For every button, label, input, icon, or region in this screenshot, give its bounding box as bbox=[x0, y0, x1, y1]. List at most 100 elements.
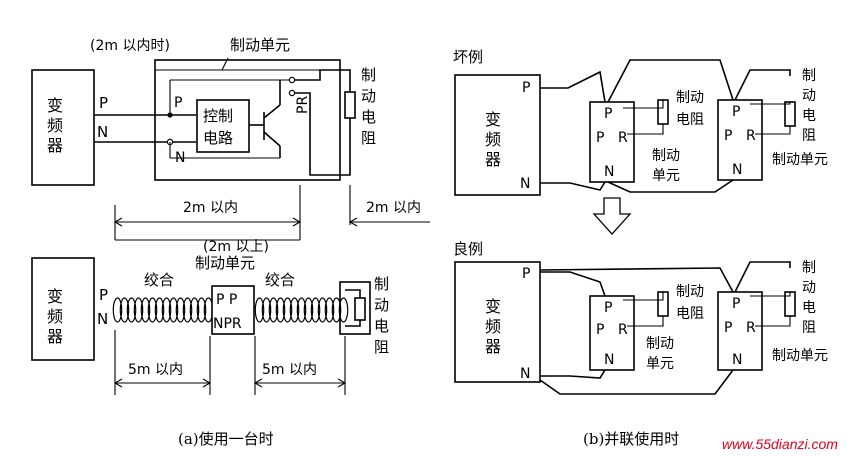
bad-res2-label-3: 电 bbox=[802, 108, 816, 124]
bad-n-wire-1 bbox=[540, 181, 606, 191]
good-n-wire-2 bbox=[539, 369, 734, 395]
resistor-label-3: 电 bbox=[361, 108, 376, 126]
bad-res1-label-1: 制动 bbox=[676, 90, 704, 106]
good-res2-label-2: 动 bbox=[802, 280, 816, 296]
braking-unit-enclosure bbox=[154, 59, 341, 181]
resistor2-label-1: 制 bbox=[374, 275, 389, 293]
bad-unit1-p-top: P bbox=[604, 106, 612, 122]
resistor-label-b: 制 动 电 阻 bbox=[374, 275, 389, 356]
inverter-label-3: 变频器 bbox=[485, 110, 501, 169]
good-unit2-p: P bbox=[724, 320, 732, 336]
resistor-label-2: 动 bbox=[361, 87, 376, 105]
distance2-a: 5m 以内 bbox=[128, 362, 183, 378]
distance-b: 2m 以内 bbox=[366, 200, 421, 216]
transistor-emitter bbox=[263, 131, 281, 147]
good-res2-wire-a bbox=[750, 292, 791, 297]
bad-unit1-p: P bbox=[596, 130, 604, 146]
resistor2-label-3: 电 bbox=[374, 317, 389, 335]
resistor2-enclosure bbox=[339, 281, 371, 335]
resistor2-label-4: 阻 bbox=[374, 338, 389, 356]
terminal-n: N bbox=[97, 123, 108, 141]
unit-terminal-p: P bbox=[174, 95, 182, 111]
caption-a: (a)使用一台时 bbox=[178, 430, 274, 448]
good-unit1-p: P bbox=[596, 322, 604, 338]
twist-label-1: 绞合 bbox=[144, 271, 174, 289]
bad-res1-label-2: 电阻 bbox=[676, 112, 704, 128]
bad-res2-label-1: 制 bbox=[802, 68, 816, 84]
good-res2-label-4: 阻 bbox=[802, 320, 816, 336]
good-unit1-r: R bbox=[618, 322, 628, 338]
bad-res2-label-4: 阻 bbox=[802, 128, 816, 144]
left-bottom-circuit: 变频器 P N 绞合 绞合 制动单元 P P NPR 制 动 电 阻 5m 以内 bbox=[31, 254, 389, 395]
good-p-wire-2 bbox=[539, 267, 734, 293]
dim-arrow-a2 bbox=[292, 217, 302, 227]
distance-note-top: (2m 以内时) bbox=[90, 38, 170, 54]
good-unit1-label-1: 制动 bbox=[646, 336, 674, 352]
twisted-pair-1 bbox=[112, 297, 214, 323]
good-res1-label-1: 制动 bbox=[676, 284, 704, 300]
bad-unit2-label: 制动单元 bbox=[772, 152, 828, 168]
pr-out-node bbox=[288, 89, 296, 97]
terminal-n-3: N bbox=[520, 176, 530, 192]
twist-label-2: 绞合 bbox=[265, 271, 295, 289]
bad-unit1-label-1: 制动 bbox=[652, 148, 680, 164]
unit-bottom-terminals: NPR bbox=[213, 316, 242, 332]
good-res2-wire-b bbox=[755, 316, 791, 327]
dim2-arrow-b1 bbox=[253, 378, 263, 388]
good-res1-wire-b bbox=[627, 316, 664, 327]
bad-unit1-n: N bbox=[604, 164, 614, 180]
bad-res2-wire-a bbox=[750, 102, 791, 105]
good-res1-label-2: 电阻 bbox=[676, 306, 704, 322]
caption-b: (b)并联使用时 bbox=[583, 430, 679, 448]
down-arrow-icon bbox=[592, 197, 632, 235]
good-unit2-label: 制动单元 bbox=[772, 348, 828, 364]
resistor-wire-bottom bbox=[295, 92, 351, 176]
good-unit1-n: N bbox=[604, 352, 614, 368]
control-label-2: 电路 bbox=[203, 129, 233, 147]
resistor-label-1: 制 bbox=[361, 66, 376, 84]
bad-unit1-label-2: 单元 bbox=[652, 168, 680, 184]
dim2-arrow-a1 bbox=[113, 378, 123, 388]
bad-n-wire-2 bbox=[607, 179, 734, 193]
good-unit2-n: N bbox=[732, 352, 742, 368]
bad-res2-label-2: 动 bbox=[802, 88, 816, 104]
bad-heading: 坏例 bbox=[453, 48, 483, 66]
terminal-p-3: P bbox=[522, 80, 530, 96]
braking-resistor-2 bbox=[354, 297, 366, 321]
resistor2-wire-top bbox=[345, 289, 361, 298]
good-unit2-box bbox=[717, 291, 763, 371]
distance-a: 2m 以内 bbox=[183, 200, 238, 216]
terminal-n-4: N bbox=[520, 366, 530, 382]
braking-unit-box-2 bbox=[211, 285, 255, 335]
bad-unit1-r: R bbox=[618, 130, 628, 146]
terminal-p: P bbox=[99, 94, 108, 112]
bad-unit2-r: R bbox=[746, 128, 756, 144]
watermark: www.55dianzi.com bbox=[722, 436, 838, 452]
good-unit1-p-top: P bbox=[604, 300, 612, 316]
distance2-b: 5m 以内 bbox=[262, 362, 317, 378]
twisted-pair-2 bbox=[254, 297, 349, 323]
inverter-label-4: 变频器 bbox=[485, 297, 501, 356]
bad-unit2-n: N bbox=[732, 162, 742, 178]
good-n-wire-1 bbox=[540, 369, 606, 379]
good-res2-label-1: 制 bbox=[802, 260, 816, 276]
resistor-label-4: 阻 bbox=[361, 129, 376, 147]
inverter-box-4 bbox=[454, 261, 541, 383]
bad-p-wire-2 bbox=[607, 59, 734, 103]
good-unit1-label-2: 单元 bbox=[646, 356, 674, 372]
bad-p-wire-1 bbox=[540, 70, 606, 103]
resistor-label: 制 动 电 阻 bbox=[361, 66, 376, 147]
inverter-label-2: 变频器 bbox=[47, 287, 63, 346]
bad-unit1-box bbox=[589, 101, 635, 183]
terminal-p-4: P bbox=[522, 266, 530, 282]
good-unit2-r: R bbox=[746, 320, 756, 336]
p-out-node bbox=[288, 76, 296, 84]
bad-unit2-p: P bbox=[724, 128, 732, 144]
distance-c: (2m 以上) bbox=[203, 239, 269, 255]
dim-arrow-a1 bbox=[113, 217, 123, 227]
dim2-arrow-a2 bbox=[202, 378, 212, 388]
good-heading: 良例 bbox=[453, 240, 483, 258]
inverter-box-2 bbox=[31, 257, 95, 361]
dim2-arrow-b2 bbox=[337, 378, 347, 388]
